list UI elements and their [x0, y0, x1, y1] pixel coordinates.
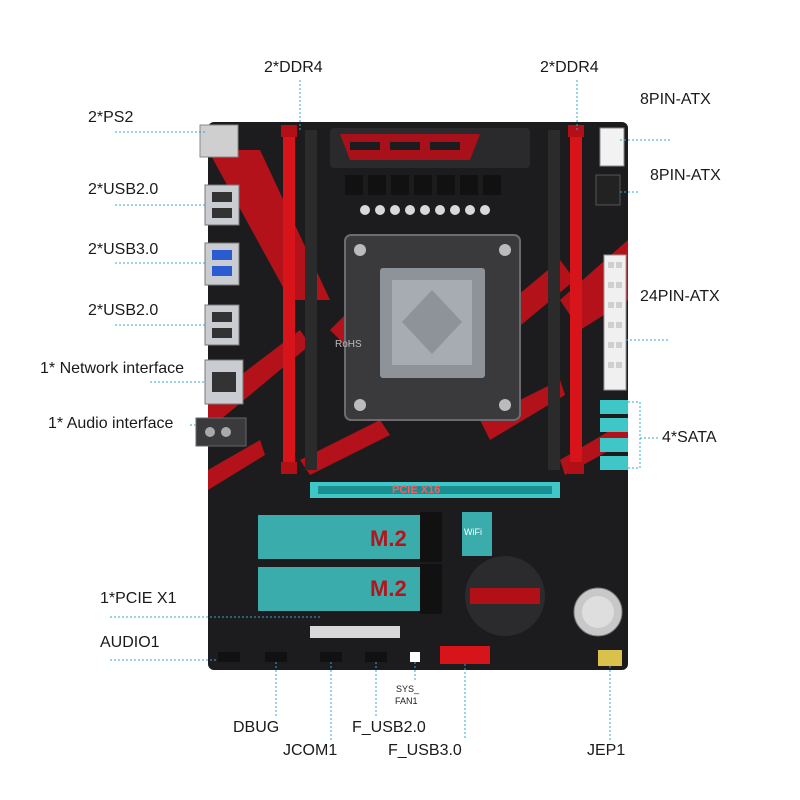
sata-ports — [600, 400, 628, 470]
sata-label: 4*SATA — [662, 429, 717, 446]
network-label: 1* Network interface — [40, 360, 185, 377]
m2-slot-b — [258, 567, 440, 611]
pcie-x1-slot — [310, 626, 400, 638]
m2-label-a: M.2 — [370, 526, 407, 551]
pcie-x1-label: 1*PCIE X1 — [100, 590, 177, 607]
atx8-b-label: 8PIN-ATX — [650, 167, 721, 184]
ddr4-slot-right-2 — [570, 130, 582, 470]
ps2-label: 2*PS2 — [88, 109, 134, 126]
jep1-label: JEP1 — [587, 742, 626, 759]
ddr4-right-label: 2*DDR4 — [540, 59, 599, 76]
rohs-label: RoHS — [335, 339, 362, 350]
jcom1-label: JCOM1 — [283, 742, 338, 759]
usb30-label: 2*USB3.0 — [88, 241, 159, 258]
dbug-label: DBUG — [233, 719, 280, 736]
ddr4-slot-left-1 — [283, 130, 295, 470]
usb20-port-b — [204, 304, 240, 346]
pcie-x16-label: PCIE X16 — [392, 484, 441, 496]
leader-lines — [110, 80, 670, 740]
m2-label-b: M.2 — [370, 576, 407, 601]
usb20-a-label: 2*USB2.0 — [88, 181, 159, 198]
wifi-label: WiFi — [464, 527, 482, 537]
ps2-port — [199, 124, 239, 158]
audio-interface-label: 1* Audio interface — [48, 415, 174, 432]
capacitors — [360, 205, 490, 215]
sys-fan1-label-line1: SYS_ — [396, 684, 420, 694]
audio1-label: AUDIO1 — [100, 634, 160, 651]
ddr4-left-label: 2*DDR4 — [264, 59, 323, 76]
f-usb30-header — [440, 646, 490, 664]
usb20-b-label: 2*USB2.0 — [88, 302, 159, 319]
ddr4-slot-left-2 — [305, 130, 317, 470]
f-usb20-label: F_USB2.0 — [352, 719, 426, 736]
f-usb30-label: F_USB3.0 — [388, 742, 462, 759]
wifi-slot — [462, 512, 492, 556]
audio-port — [195, 417, 247, 447]
atx8-connector-b — [595, 174, 621, 206]
atx8-a-label: 8PIN-ATX — [640, 91, 711, 108]
m2-slot-a — [258, 515, 440, 559]
atx8-connector-a — [599, 127, 625, 167]
sys-fan1-label-line2: FAN1 — [395, 696, 418, 706]
atx24-connector — [603, 254, 627, 391]
atx24-label: 24PIN-ATX — [640, 288, 720, 305]
chokes — [345, 175, 501, 195]
usb30-port — [204, 242, 240, 286]
ddr4-slot-right-1 — [548, 130, 560, 470]
usb20-port-a — [204, 184, 240, 226]
